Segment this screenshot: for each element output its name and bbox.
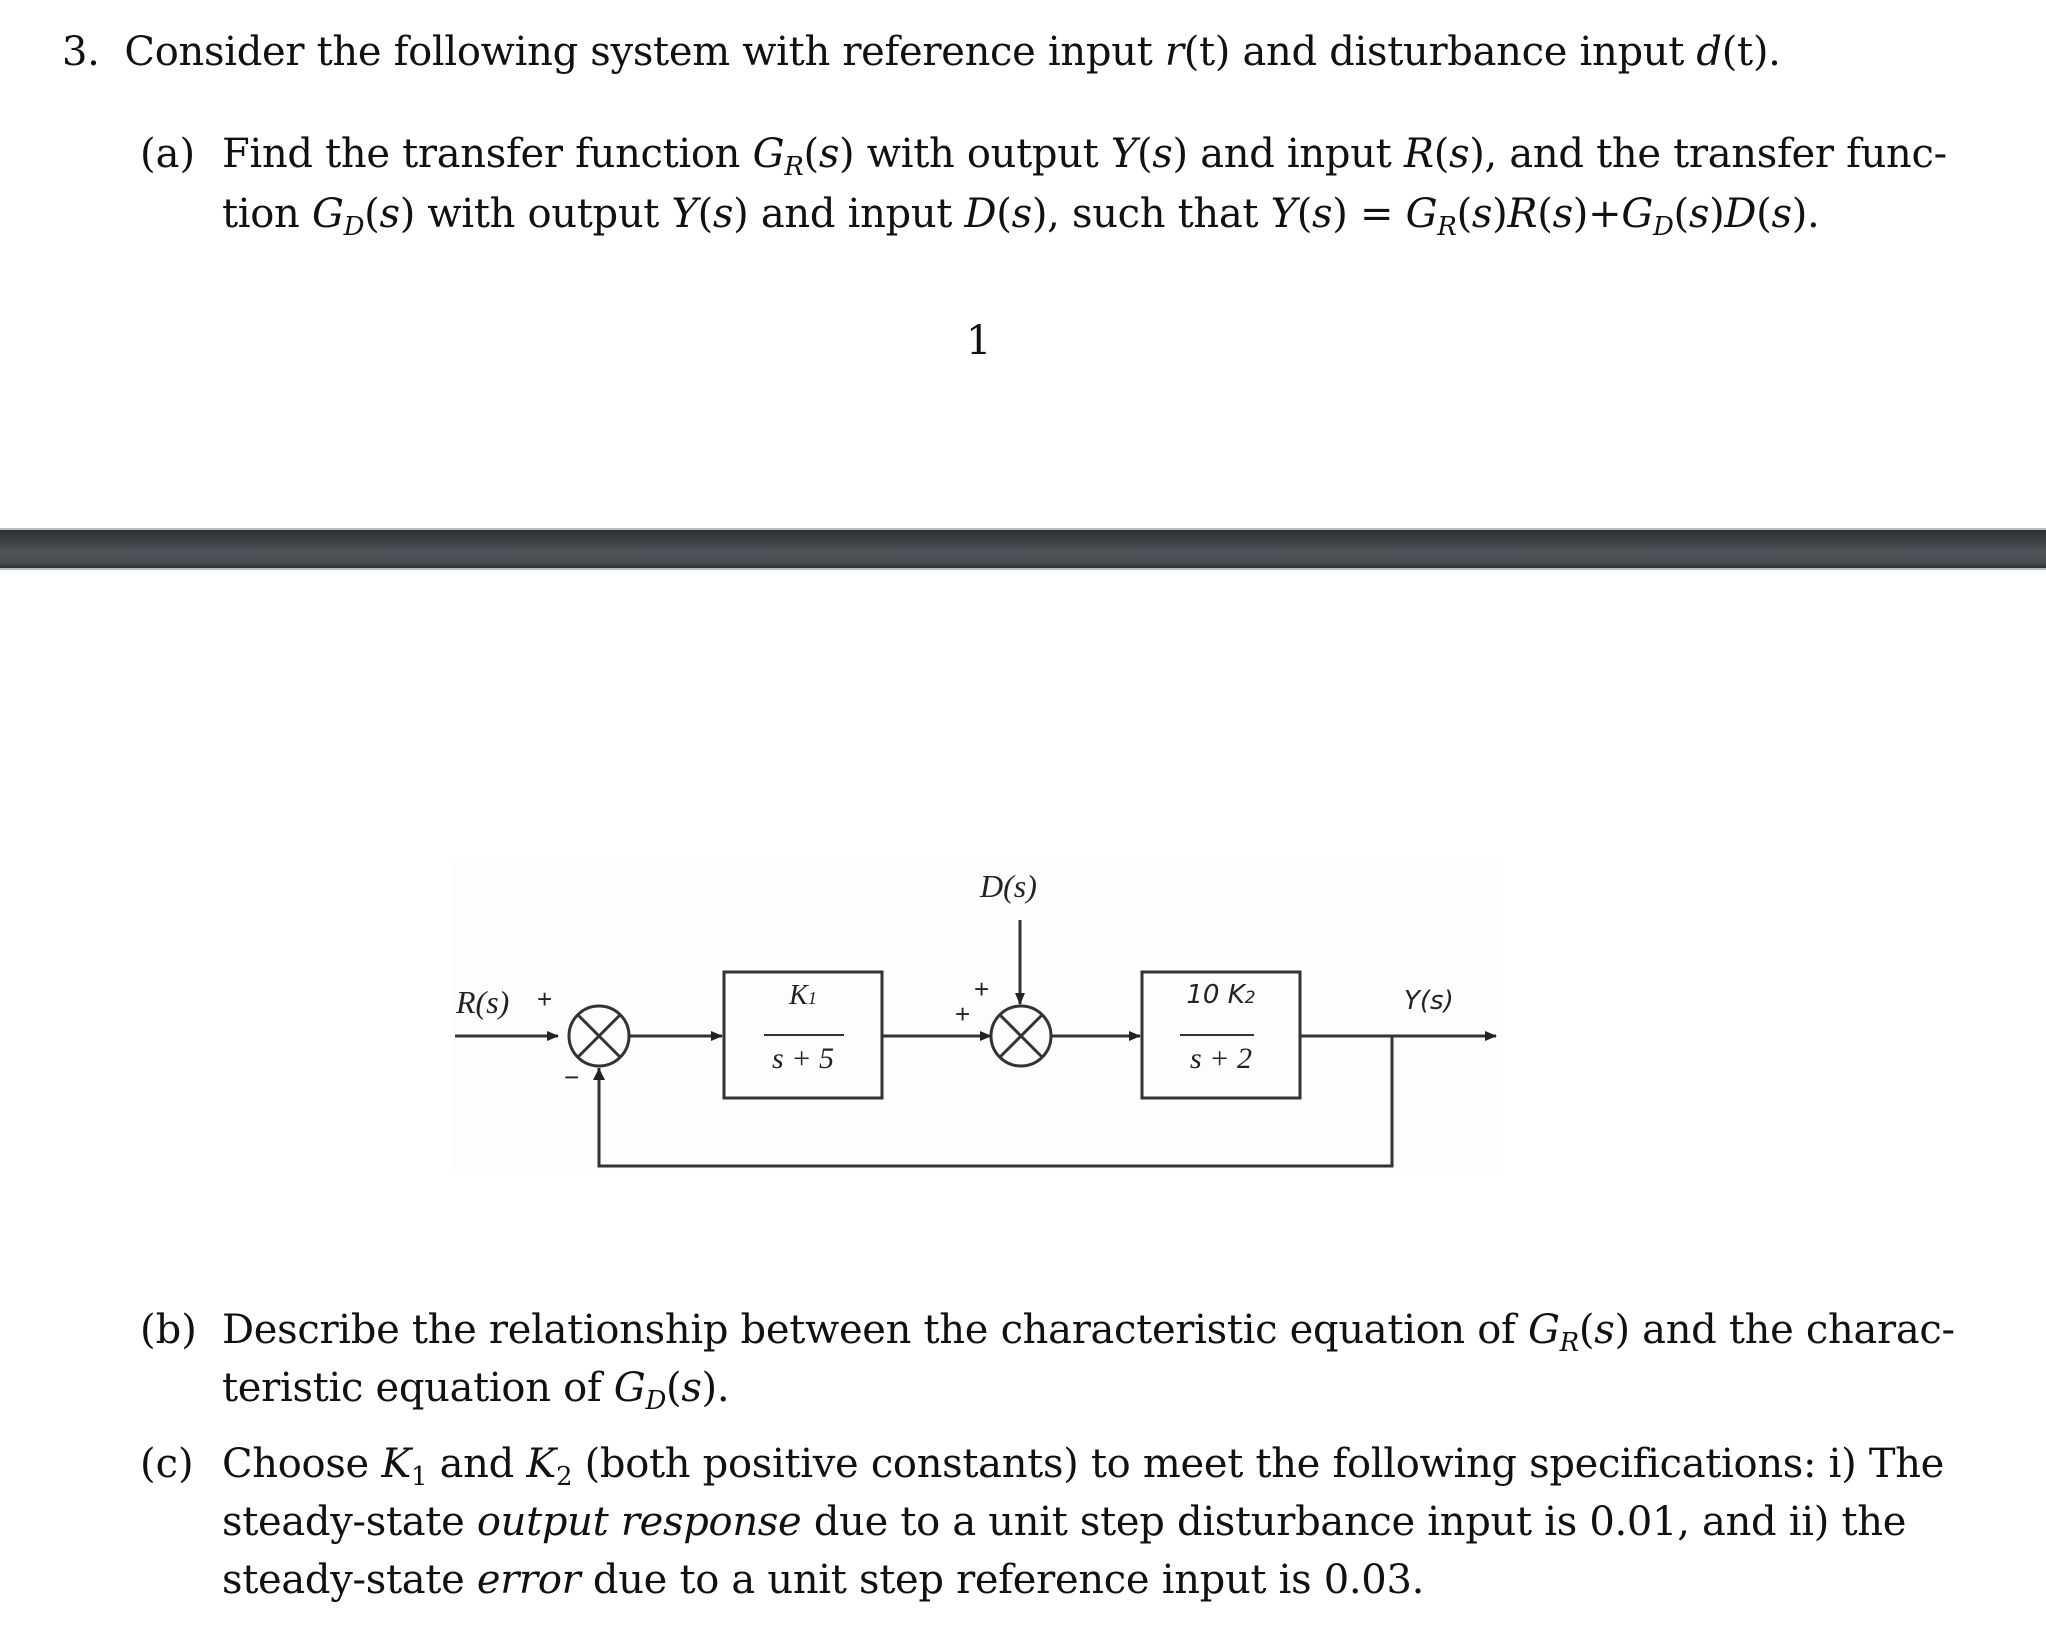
disturbance-label-d: D(s) (980, 868, 1037, 904)
sum1-minus-sign: − (564, 1062, 580, 1092)
part-c-label: (c) (140, 1441, 194, 1487)
problem-number: 3. (62, 29, 100, 75)
block1-denominator: s + 5 (772, 1042, 834, 1075)
block2-fraction-bar (1180, 1034, 1254, 1036)
problem-intro: 3. Consider the following system with re… (62, 29, 1781, 75)
page-top: 3. Consider the following system with re… (0, 0, 2046, 528)
block1-fraction-bar (764, 1034, 844, 1036)
block1-numerator: K1 (789, 980, 817, 1011)
output-label-y: Y(s) (1404, 986, 1454, 1016)
sum1-plus-sign: + (537, 984, 553, 1014)
part-a-line2: tion GD(s) with output Y(s) and input D(… (222, 191, 1820, 242)
part-b-label: (b) (140, 1307, 197, 1353)
part-a-label: (a) (140, 131, 196, 177)
block-diagram-lines (455, 920, 1497, 1168)
part-c-line1: Choose K1 and K2 (both positive constant… (222, 1441, 1945, 1492)
input-label-r: R(s) (456, 984, 510, 1020)
part-a-line1: Find the transfer function GR(s) with ou… (222, 131, 1947, 182)
page-separator (0, 528, 2046, 570)
sum2-left-plus-sign: + (955, 999, 971, 1029)
block-diagram: R(s) + − D(s) + + K1 s + 5 10 K2 s + 2 Y… (452, 862, 1502, 1172)
part-b-line2: teristic equation of GD(s). (222, 1365, 730, 1416)
sum2-top-plus-sign: + (974, 974, 990, 1004)
part-b-line1: Describe the relationship between the ch… (222, 1307, 1955, 1358)
part-c-line2: steady-state output response due to a un… (222, 1499, 1907, 1545)
page-number: 1 (966, 318, 992, 364)
block2-numerator: 10 K2 (1186, 980, 1256, 1010)
block2-denominator: s + 2 (1190, 1042, 1252, 1075)
part-c-line3: steady-state error due to a unit step re… (222, 1557, 1425, 1603)
